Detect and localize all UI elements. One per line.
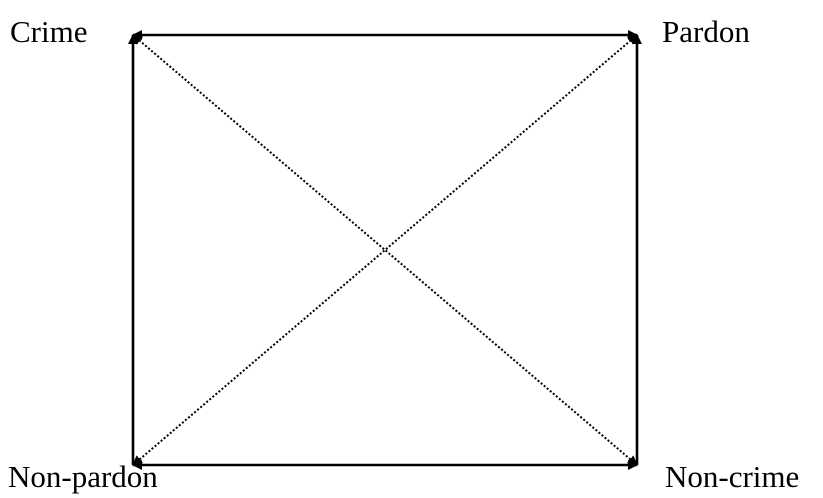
diagonal-pardon-to-nonpardon-arrow — [132, 34, 638, 466]
corner-label-non-crime: Non-crime — [665, 459, 800, 494]
corner-label-non-pardon: Non-pardon — [8, 459, 158, 494]
corner-label-crime: Crime — [10, 14, 88, 49]
corner-label-pardon: Pardon — [662, 14, 750, 49]
